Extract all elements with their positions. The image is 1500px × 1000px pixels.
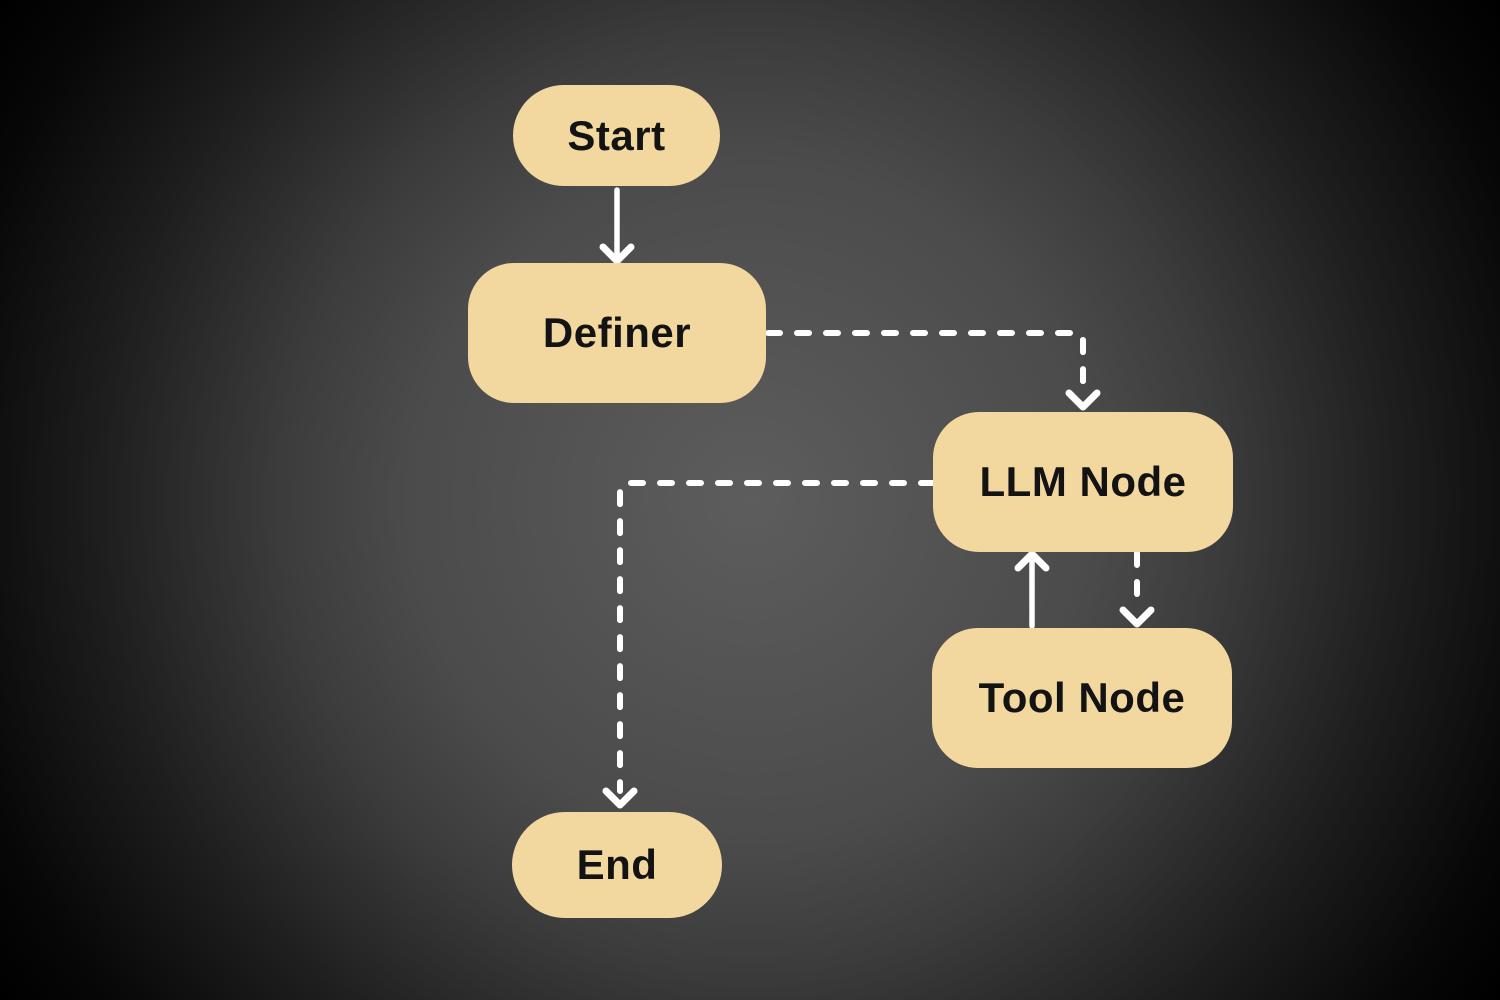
edge-definer-llm: [765, 330, 1101, 411]
node-tool: Tool Node: [932, 628, 1232, 768]
arrowhead-down: [602, 787, 638, 809]
node-start: Start: [513, 85, 720, 186]
node-end-label: End: [576, 841, 658, 888]
node-llm-label: LLM Node: [979, 458, 1187, 505]
edge-start-definer: [599, 187, 635, 265]
node-start-label: Start: [567, 111, 666, 159]
arrowhead-down: [1119, 606, 1155, 628]
node-end: End: [512, 812, 722, 918]
edge-tool-llm: [1014, 550, 1050, 629]
arrowhead-up: [1014, 550, 1050, 572]
node-definer: Definer: [468, 263, 766, 403]
arrowhead-down: [599, 243, 635, 265]
arrowhead-down: [1065, 389, 1101, 411]
node-tool-label: Tool Node: [978, 674, 1186, 721]
node-definer-label: Definer: [542, 309, 692, 356]
node-llm: LLM Node: [933, 412, 1233, 552]
edge-llm-end: [602, 480, 936, 809]
edge-llm-tool: [1119, 550, 1155, 628]
